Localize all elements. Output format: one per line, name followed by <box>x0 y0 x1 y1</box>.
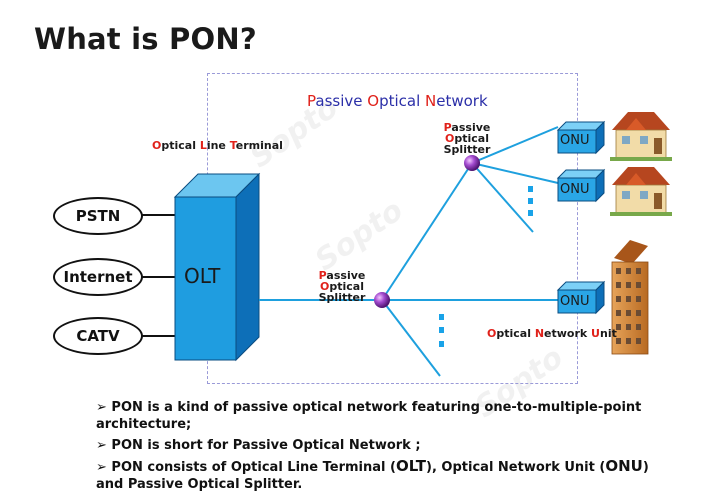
internet-oval: Internet <box>53 258 143 296</box>
onu-box-1 <box>556 120 606 155</box>
more-branches-dots <box>439 186 533 347</box>
fiber-lines <box>259 126 559 377</box>
olt-caption: Optical Line Terminal <box>152 139 283 152</box>
bullet-3: ➢ PON consists of Optical Line Terminal … <box>96 457 649 493</box>
olt-box-label: OLT <box>184 264 221 288</box>
olt-box <box>173 172 261 362</box>
onu-label: ONU <box>560 182 590 197</box>
building-icon <box>611 240 649 355</box>
splitter-top-icon <box>464 155 480 171</box>
onu-label: ONU <box>560 294 590 309</box>
onu-caption: Optical Network Unit <box>487 327 617 340</box>
page-title: What is PON? <box>34 22 257 56</box>
pstn-oval: PSTN <box>53 197 143 235</box>
onu-box-2 <box>556 168 606 203</box>
onu-label: ONU <box>560 133 590 148</box>
house-icon <box>610 167 672 216</box>
bullet-1: ➢ PON is a kind of passive optical netwo… <box>96 400 642 432</box>
bullet-2: ➢ PON is short for Passive Optical Netwo… <box>96 438 421 453</box>
catv-oval: CATV <box>53 317 143 355</box>
house-icon <box>610 112 672 161</box>
pon-network-label: Passive Optical Network <box>307 92 488 110</box>
onu-box-3 <box>556 280 606 315</box>
splitter-mid-icon <box>374 292 390 308</box>
